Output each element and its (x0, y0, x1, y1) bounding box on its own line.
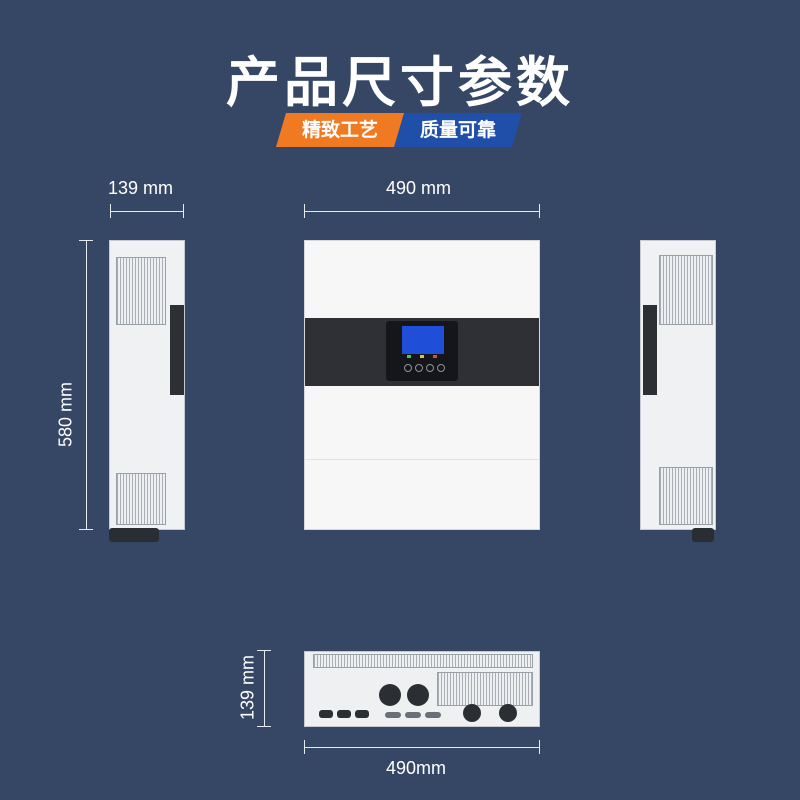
right-side-view (640, 240, 716, 530)
lcd-display-panel (386, 321, 458, 381)
front-view (304, 240, 540, 530)
side-rail (170, 305, 184, 395)
bottom-depth-tick-bottom (257, 726, 271, 727)
terminal-1 (319, 710, 333, 718)
top-vent-grille (659, 255, 713, 325)
tag-quality: 质量可靠 (394, 113, 522, 147)
bottom-depth-label: 139 mm (237, 654, 258, 721)
comm-port-1 (385, 712, 401, 718)
ac-port-2 (407, 684, 429, 706)
side-width-tick-right (183, 204, 184, 218)
side-width-tick-left (110, 204, 111, 218)
terminal-3 (355, 710, 369, 718)
bottom-vent-grille (659, 467, 713, 525)
control-button-4 (437, 364, 445, 372)
height-label: 580 mm (55, 381, 76, 448)
right-connectors (692, 528, 714, 542)
bottom-width-tick-left (304, 740, 305, 754)
front-width-line (304, 211, 540, 212)
front-width-label: 490 mm (386, 178, 452, 198)
bottom-vent-grille (116, 473, 166, 525)
left-connectors (109, 528, 159, 542)
feature-tags: 精致工艺 质量可靠 (276, 113, 524, 147)
control-button-3 (426, 364, 434, 372)
bottom-depth-tick-top (257, 650, 271, 651)
bottom-width-label: 490mm (386, 758, 447, 778)
front-width-tick-left (304, 204, 305, 218)
side-width-label: 139 mm (108, 178, 174, 198)
bottom-depth-line (264, 650, 265, 727)
pv-port-1 (463, 704, 481, 722)
tag-craftsmanship: 精致工艺 (276, 113, 404, 147)
front-seam (305, 459, 539, 460)
bottom-side-vent (437, 672, 533, 706)
control-button-1 (404, 364, 412, 372)
status-led-green (407, 355, 411, 358)
comm-port-3 (425, 712, 441, 718)
ac-port-1 (379, 684, 401, 706)
top-vent-grille (116, 257, 166, 325)
bottom-top-vent (313, 654, 533, 668)
control-button-2 (415, 364, 423, 372)
comm-port-2 (405, 712, 421, 718)
side-rail (643, 305, 657, 395)
height-line (86, 240, 87, 530)
status-led-red (433, 355, 437, 358)
status-led-yellow (420, 355, 424, 358)
height-tick-top (79, 240, 93, 241)
front-width-tick-right (539, 204, 540, 218)
pv-port-2 (499, 704, 517, 722)
bottom-width-tick-right (539, 740, 540, 754)
left-side-view (109, 240, 185, 530)
page-title: 产品尺寸参数 (226, 51, 574, 114)
terminal-2 (337, 710, 351, 718)
bottom-width-line (304, 747, 540, 748)
side-width-line (110, 211, 184, 212)
lcd-screen (402, 326, 444, 354)
height-tick-bottom (79, 529, 93, 530)
bottom-view (304, 651, 540, 727)
